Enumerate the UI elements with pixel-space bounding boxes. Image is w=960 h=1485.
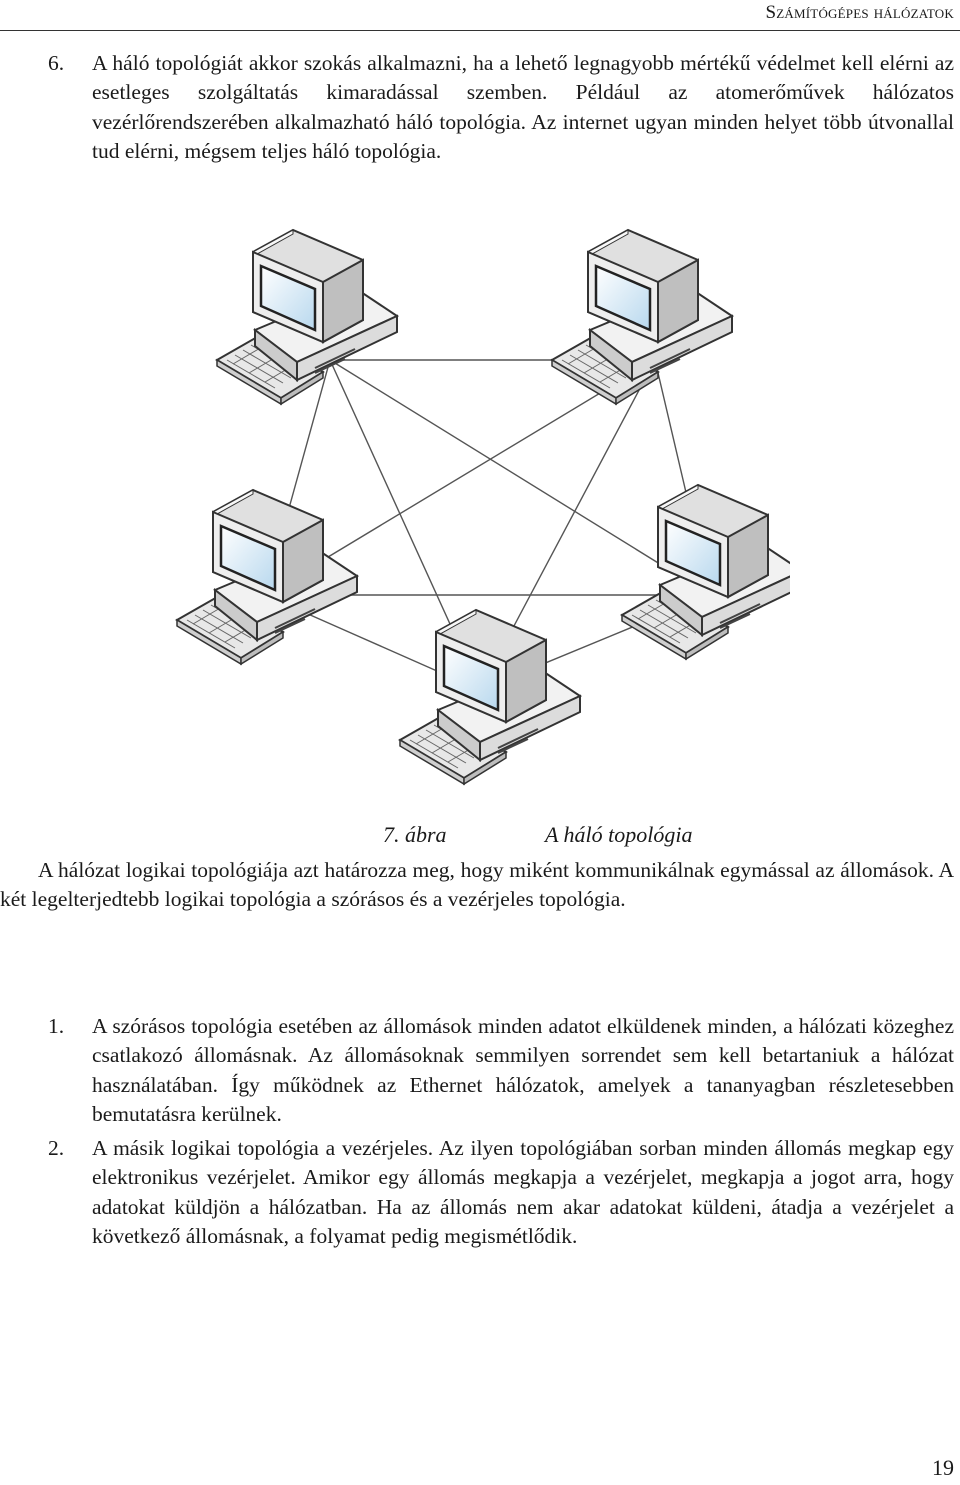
desktop-computer-icon bbox=[175, 488, 359, 666]
header-rule bbox=[0, 30, 960, 31]
figure-caption-number: 7. ábra bbox=[383, 822, 447, 847]
body-paragraph: A hálózat logikai topológiája azt határo… bbox=[0, 858, 954, 912]
desktop-computer-icon bbox=[550, 228, 734, 406]
list-item-number: 1. bbox=[48, 1014, 65, 1038]
desktop-computer-icon bbox=[215, 228, 399, 406]
figure-caption-text: A háló topológia bbox=[545, 822, 693, 847]
list-item-text: A szórásos topológia esetében az állomás… bbox=[92, 1014, 954, 1126]
list-item-number: 2. bbox=[48, 1136, 65, 1160]
list-item-number: 6. bbox=[48, 51, 65, 75]
list-item-text: A másik logikai topológia a vezérjeles. … bbox=[92, 1136, 954, 1248]
mesh-topology-diagram bbox=[175, 228, 790, 786]
page-number: 19 bbox=[932, 1455, 954, 1480]
list-item-text: A háló topológiát akkor szokás alkalmazn… bbox=[92, 51, 954, 163]
desktop-computer-icon bbox=[620, 483, 790, 661]
desktop-computer-icon bbox=[398, 608, 582, 786]
running-header: Számítógépes hálózatok bbox=[765, 2, 954, 23]
